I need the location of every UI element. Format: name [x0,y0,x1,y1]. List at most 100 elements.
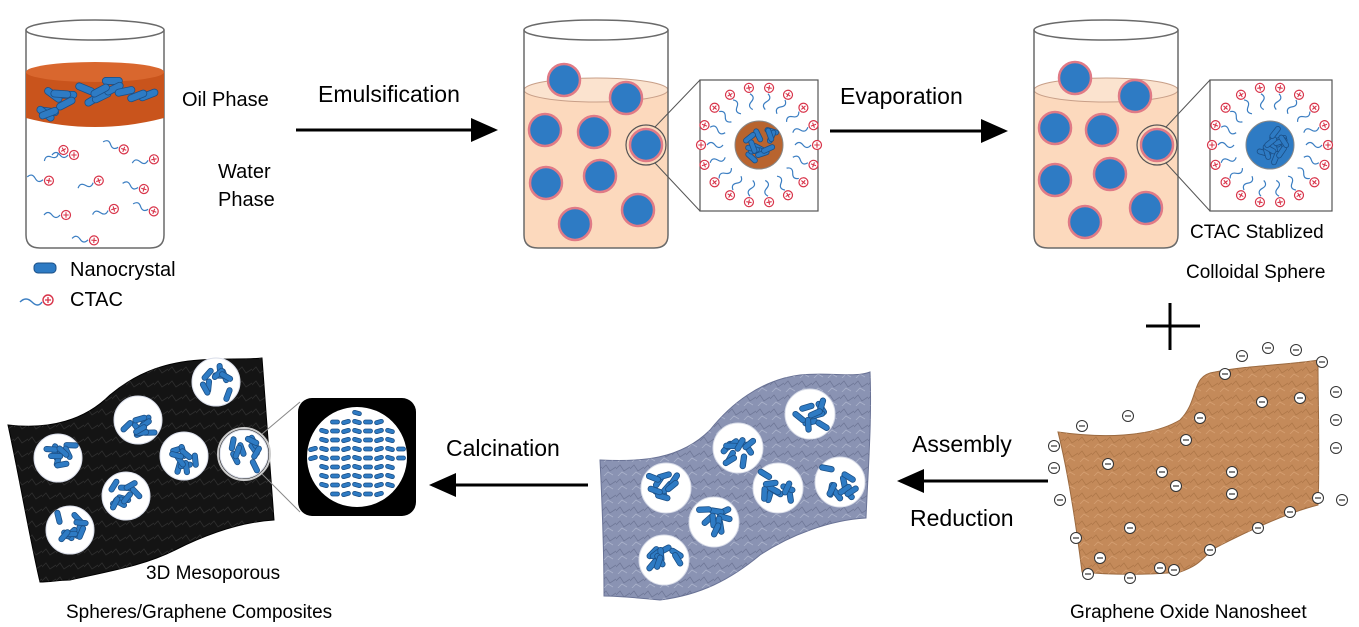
ctac-molecule [776,175,794,201]
positive-charge [68,149,80,161]
nanocrystal-rod [127,89,148,103]
negative-charge [1124,572,1136,584]
positive-charge [743,197,755,208]
nanocrystal-rod [308,445,318,453]
legend-nanocrystal-label: Nanocrystal [70,259,176,281]
nanocrystal-rod [374,445,384,453]
droplet [1128,190,1164,226]
nanocrystal-rod [232,444,243,460]
nanocrystal-rod [228,436,237,452]
legend: Nanocrystal CTAC [19,259,176,311]
ctac-molecule [1254,180,1267,208]
nanocrystal-rod [319,454,329,462]
positive-charge [782,89,794,100]
negative-charge [1312,492,1324,504]
nanocrystal-rod [201,367,214,381]
droplet [1037,110,1073,146]
ctac-molecule [792,155,819,170]
nanocrystal-rod [132,414,148,424]
ctac-molecule [786,167,809,188]
nanocrystal-rod [762,479,779,488]
droplet [1084,112,1120,148]
nanocrystal-rod [710,522,722,538]
evaporation-label: Evaporation [840,83,963,109]
ctac-molecule [1206,139,1235,151]
ctac-molecule [1303,155,1330,170]
droplet [528,165,564,201]
positive-charge [743,82,755,93]
nanocrystal-rod [341,445,351,453]
negative-charges [1048,342,1348,584]
nanocrystal-rod [761,485,768,502]
negative-charge [1048,462,1060,474]
nanocrystal-rod [90,83,110,98]
positive-charge [1235,89,1247,100]
positive-charge [1235,190,1247,201]
nanocrystal-rod [815,419,830,431]
positive-charge [811,139,823,151]
nanocrystal-rod [374,490,384,498]
positive-charge [1274,82,1286,93]
nanocrystal-rod [385,454,395,462]
ctac-molecule [724,175,743,201]
nanocrystal-rod [319,472,329,480]
nanocrystal-rod [330,491,340,497]
positive-charge [699,120,710,131]
nanocrystal-rod [385,436,395,444]
positive-charge [1254,82,1266,93]
negative-charge [1256,396,1268,408]
water-ctac-molecules [26,140,160,246]
nanocrystal-rod [374,427,384,435]
negative-charge [1236,350,1248,362]
nanocrystal-rod [352,436,362,444]
nanocrystal-rod [765,127,775,142]
ctac-molecule [792,120,819,133]
positive-charge [1293,190,1305,201]
nanocrystal-rod [330,455,340,461]
droplet [1092,156,1128,192]
nanocrystal-rod [734,437,746,452]
positive-charge [1206,139,1218,151]
nanocrystal-rod [363,464,373,470]
nanocrystal-rod [330,446,340,452]
nanocrystal-rod [792,410,807,424]
final-caption-2: Spheres/Graphene Composites [66,602,332,623]
droplet [582,158,618,194]
negative-charge [1082,568,1094,580]
plus-sign [1146,303,1200,350]
nanocrystal-rod [319,445,329,453]
nanocrystal-rod [844,485,859,498]
nanocrystal-rod [396,455,406,461]
colloid-zoom-inset [1136,79,1334,212]
negative-charge [1219,368,1231,380]
negative-charge [1180,434,1192,446]
positive-charge [763,82,775,93]
water-phase-label-1: Water [218,161,271,183]
nanocrystal-rod [647,485,663,496]
positive-charge [724,190,736,201]
colloidal-spheres [1037,60,1175,240]
nanocrystal-rod [781,480,793,496]
positive-charge [699,159,710,170]
droplet [1057,60,1093,96]
nanocrystal-rod [742,437,757,451]
nanocrystal-rod [363,482,373,488]
droplet [620,192,656,228]
nanocrystal-rod [374,472,384,480]
positive-charge [1293,89,1305,100]
positive-charge [709,102,720,113]
nanocrystal-rod [244,435,260,446]
assembly-label: Assembly [912,431,1012,457]
negative-charge [1168,564,1180,576]
negative-charge [1252,522,1264,534]
ctac-molecule [51,149,80,161]
nanocrystal-rod [352,427,362,435]
ctac-molecule [699,120,726,135]
nanocrystal-rod [319,463,329,471]
positive-charge [138,183,149,195]
ctac-molecule [762,82,775,110]
positive-charge [60,209,72,221]
ctac-molecule [26,174,55,186]
nanocrystal-rod [385,472,395,480]
